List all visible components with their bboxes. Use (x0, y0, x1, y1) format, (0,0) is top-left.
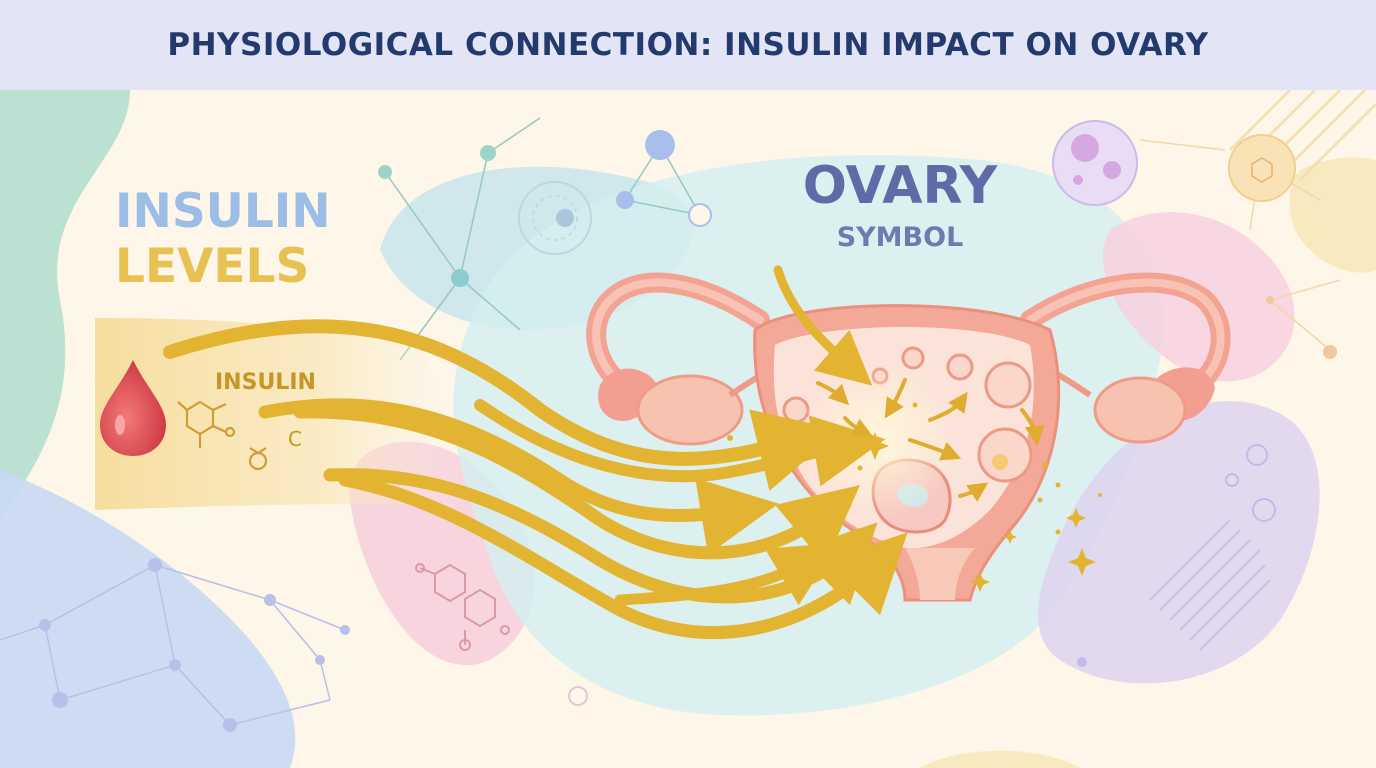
network-node-icon (52, 692, 68, 708)
network-node-icon (223, 718, 237, 732)
diagram-canvas: INSULIN LEVELS INSULIN C OVARY SYMBOL (0, 90, 1376, 768)
network-node-icon (39, 619, 51, 631)
insulin-arrow-3 (293, 405, 860, 565)
cell-icon (518, 181, 592, 255)
blood-drop-icon (100, 360, 166, 456)
network-node-icon (616, 191, 634, 209)
blob-teal (0, 90, 130, 520)
cell-icon (1052, 120, 1138, 206)
blob-yellow-right (1289, 157, 1376, 273)
network-node-icon (169, 659, 181, 671)
network-bottom-nodes (39, 558, 350, 732)
network-node-icon (645, 130, 675, 160)
network-top (384, 117, 701, 361)
molecule-icon (177, 400, 268, 471)
insulin-levels-line2: LEVELS (115, 239, 309, 294)
cell-icon (1228, 134, 1296, 202)
molecule-label: INSULIN (215, 370, 316, 395)
insulin-arrow-7 (614, 543, 839, 606)
insulin-arrow-2 (258, 398, 779, 555)
insulin-arrow-5 (338, 473, 908, 640)
hatched-decoration (1149, 519, 1271, 651)
network-node-icon (378, 165, 392, 179)
cervix (905, 548, 975, 600)
insulin-arrow-6 (474, 399, 886, 487)
decorative-dot (1077, 657, 1087, 667)
ovary-heading: OVARY (803, 156, 999, 216)
network-right-nodes (1266, 296, 1337, 359)
inner-arrows (816, 378, 1045, 502)
blob-yellow-bottom (920, 750, 1080, 768)
blob-blue-bottom-left (0, 470, 296, 768)
blob-lavender (1038, 401, 1320, 684)
network-node-icon (451, 269, 469, 287)
decorative-circles (568, 444, 1276, 706)
network-node-icon (688, 203, 712, 227)
ovary-subheading: SYMBOL (837, 222, 964, 253)
title-bar: PHYSIOLOGICAL CONNECTION: INSULIN IMPACT… (0, 0, 1376, 90)
network-node-icon (315, 655, 325, 665)
network-right (1139, 139, 1341, 351)
insulin-arrows (163, 265, 908, 640)
molecule-icon (415, 563, 510, 651)
network-node-icon (1323, 345, 1337, 359)
page-title: PHYSIOLOGICAL CONNECTION: INSULIN IMPACT… (167, 27, 1209, 63)
network-node-icon (264, 594, 276, 606)
network-node-icon (148, 558, 162, 572)
left-ovary (636, 374, 744, 446)
network-top-nodes (378, 130, 712, 287)
sparkle-icon (719, 402, 1102, 592)
right-ovary (1093, 376, 1187, 444)
network-node-icon (480, 145, 496, 161)
insulin-levels-line1: INSULIN (115, 184, 331, 239)
network-bottom (0, 564, 346, 726)
insulin-arrow-top (773, 265, 873, 386)
network-node-icon (340, 625, 350, 635)
molecule-symbol: C (288, 427, 302, 451)
insulin-arrow-1 (163, 319, 841, 491)
network-node-icon (1266, 296, 1274, 304)
